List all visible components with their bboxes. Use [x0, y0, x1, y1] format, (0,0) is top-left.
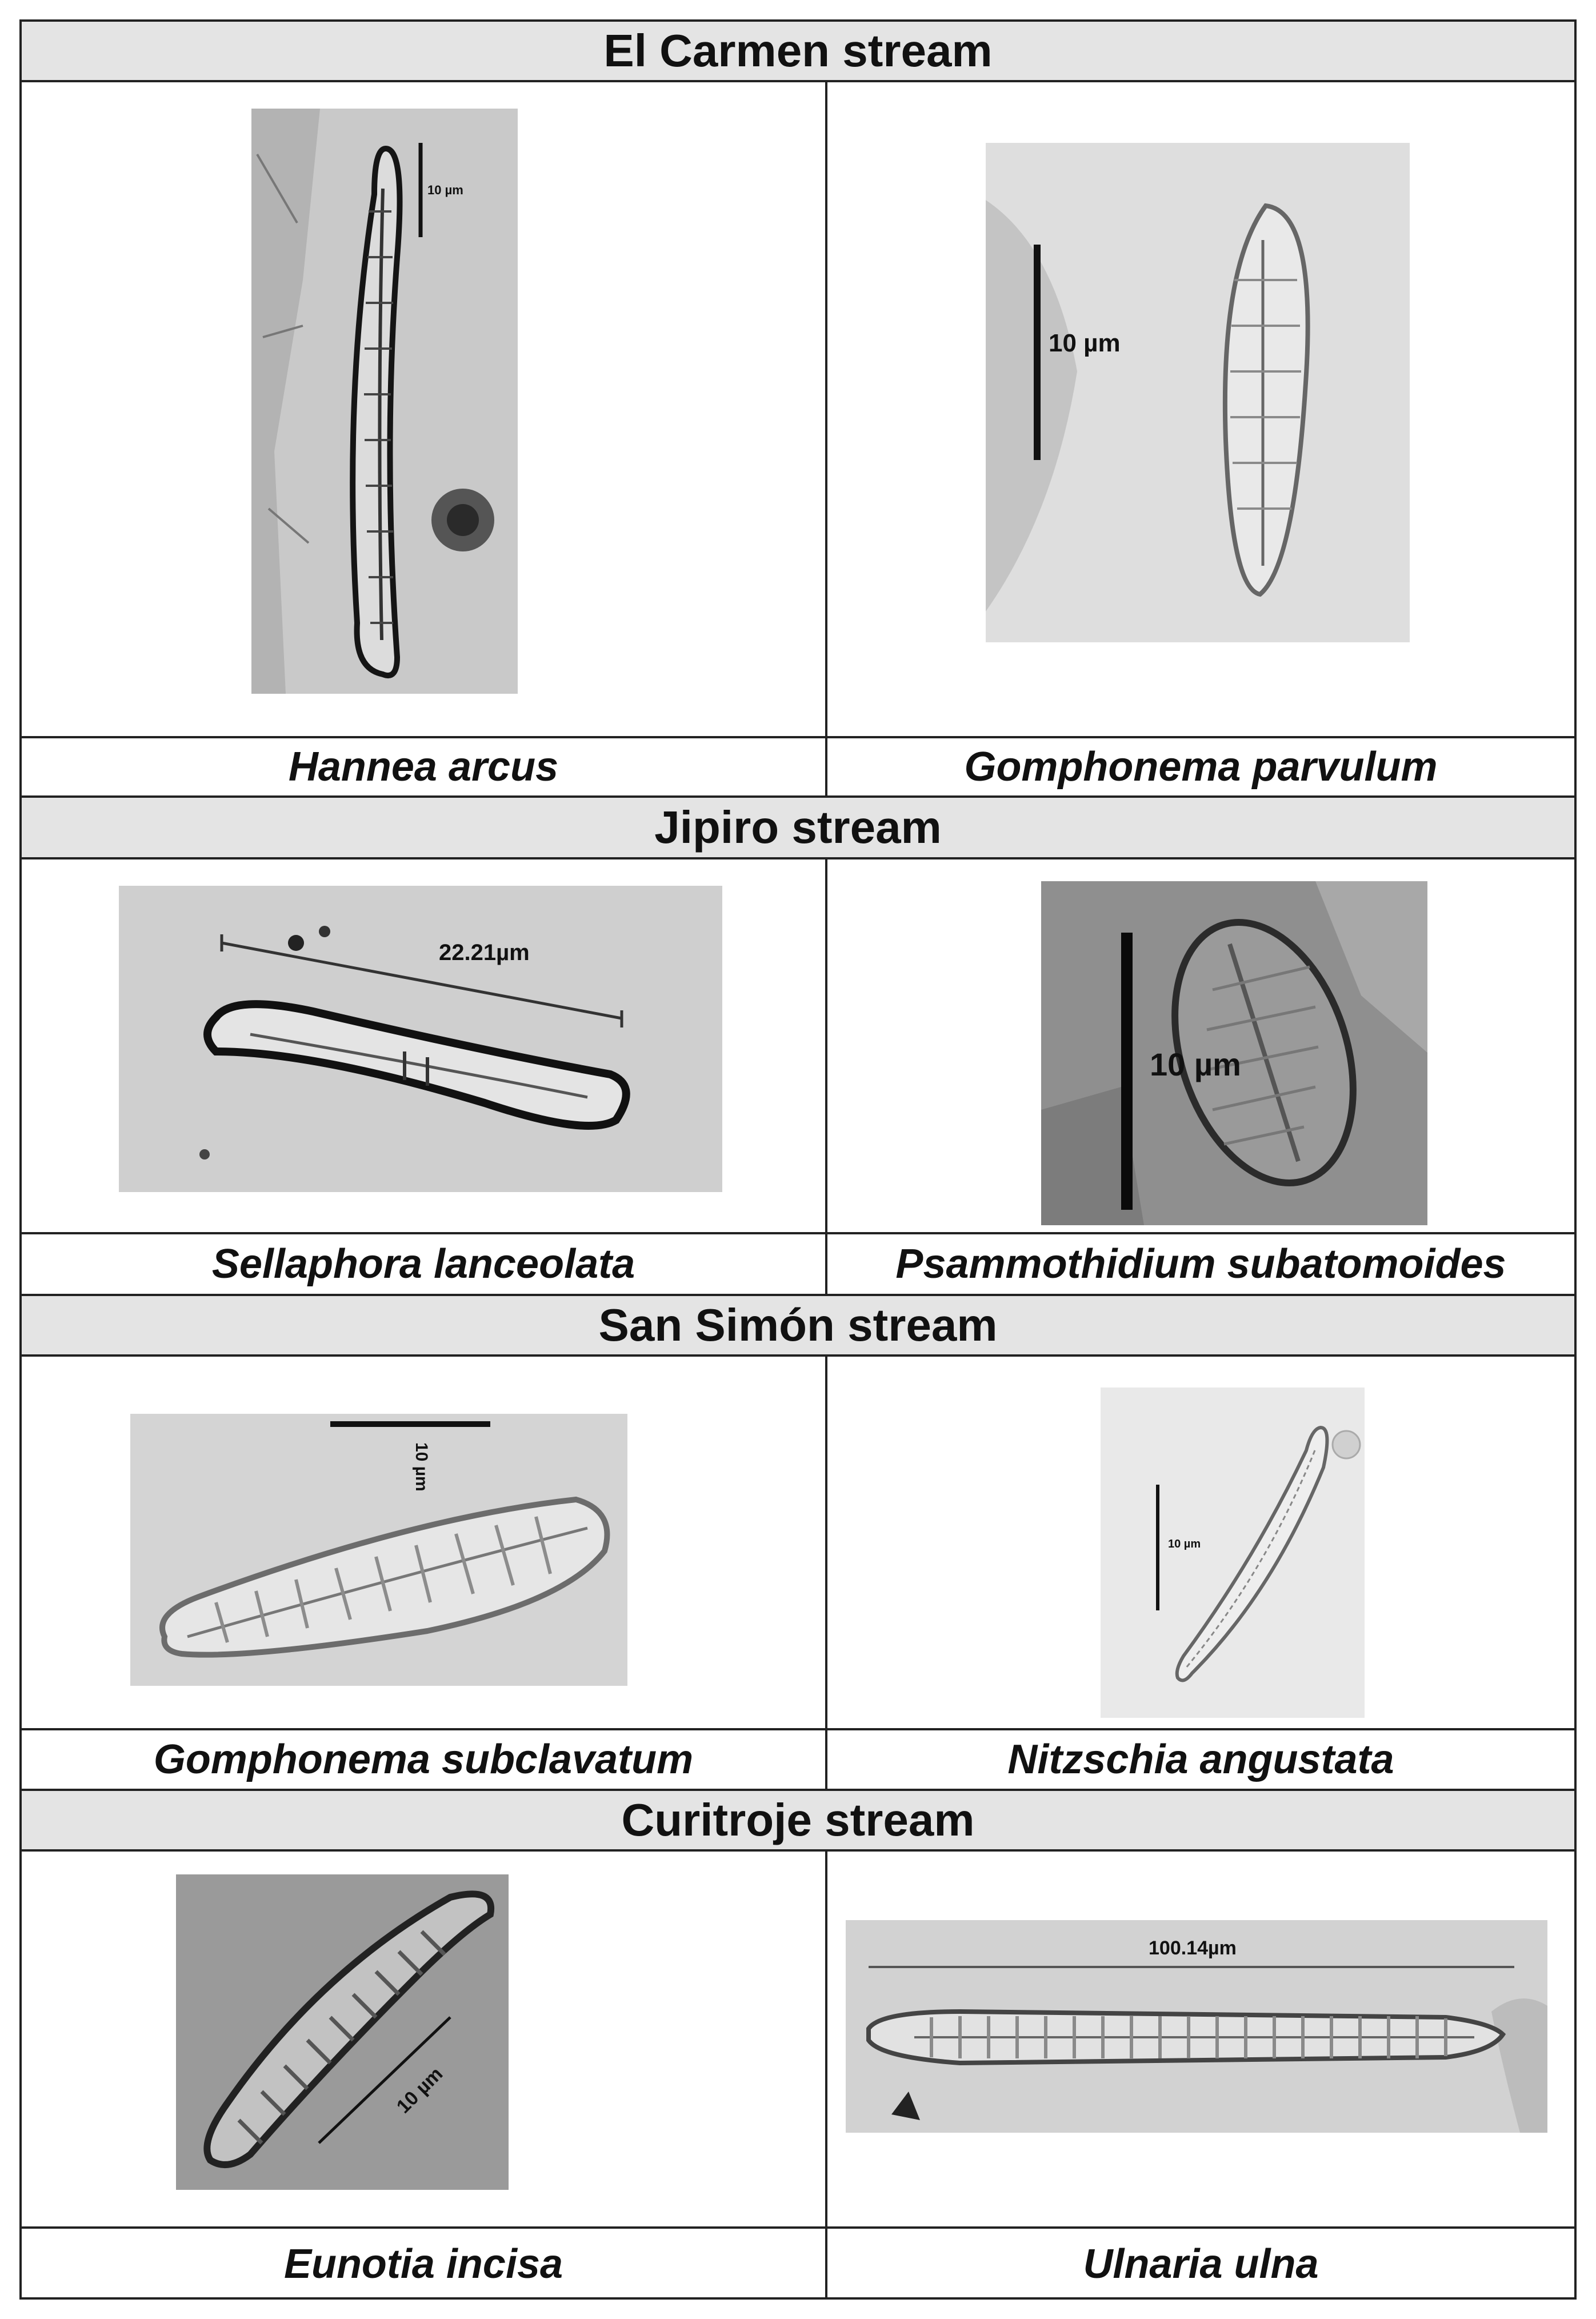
- species-caption: Gomphonema parvulum: [964, 744, 1438, 790]
- column-divider: [825, 1730, 827, 1789]
- stream-header-curitroje: Curitroje stream: [22, 1791, 1574, 1852]
- scale-label: 10 µm: [427, 183, 463, 197]
- image-cell-sellaphora-lanceolata: 22.21µm: [22, 859, 825, 1232]
- caption-row-el-carmen: Hannea arcus Gomphonema parvulum: [22, 738, 1574, 798]
- species-caption: Gomphonema subclavatum: [153, 1737, 694, 1782]
- image-cell-gomphonema-parvulum: 10 µm: [827, 82, 1574, 736]
- column-divider: [825, 1234, 827, 1294]
- scale-label: 10 µm: [412, 1442, 431, 1492]
- diatom-figure-table: El Carmen stream 10 µm: [19, 19, 1577, 2300]
- stream-header-el-carmen: El Carmen stream: [22, 22, 1574, 82]
- micrograph-eunotia-incisa: 10 µm: [176, 1874, 509, 2190]
- column-divider: [825, 2229, 827, 2300]
- column-divider: [825, 738, 827, 795]
- image-cell-hannea-arcus: 10 µm: [22, 82, 825, 736]
- image-row-el-carmen: 10 µm 10 µm: [22, 82, 1574, 738]
- image-row-curitroje: 10 µm 100.14µm: [22, 1852, 1574, 2229]
- column-divider: [825, 1852, 827, 2226]
- micrograph-psammothidium-subatomoides: 10 µm: [1041, 881, 1427, 1225]
- image-cell-nitzschia-angustata: 10 µm: [827, 1357, 1574, 1728]
- stream-header-jipiro: Jipiro stream: [22, 798, 1574, 859]
- stream-name: El Carmen stream: [603, 25, 993, 76]
- stream-header-san-simon: San Simón stream: [22, 1296, 1574, 1357]
- image-cell-ulnaria-ulna: 100.14µm: [827, 1852, 1574, 2226]
- column-divider: [825, 859, 827, 1232]
- scale-label: 22.21µm: [439, 940, 530, 965]
- caption-row-san-simon: Gomphonema subclavatum Nitzschia angusta…: [22, 1730, 1574, 1791]
- image-cell-psammothidium-subatomoides: 10 µm: [827, 859, 1574, 1232]
- scale-label: 10 µm: [1049, 329, 1121, 357]
- stream-name: San Simón stream: [598, 1300, 998, 1350]
- species-caption: Hannea arcus: [288, 744, 559, 790]
- scale-label: 10 µm: [1168, 1538, 1201, 1550]
- micrograph-sellaphora-lanceolata: 22.21µm: [119, 886, 722, 1192]
- image-cell-eunotia-incisa: 10 µm: [22, 1852, 825, 2226]
- image-row-jipiro: 22.21µm 10 µm: [22, 859, 1574, 1234]
- caption-row-curitroje: Eunotia incisa Ulnaria ulna: [22, 2229, 1574, 2300]
- micrograph-gomphonema-parvulum: 10 µm: [986, 143, 1410, 642]
- image-row-san-simon: 10 µm 10 µm: [22, 1357, 1574, 1730]
- scale-label: 100.14µm: [1149, 1937, 1237, 1959]
- stream-name: Curitroje stream: [621, 1794, 975, 1845]
- species-caption: Ulnaria ulna: [1083, 2241, 1319, 2287]
- column-divider: [825, 82, 827, 736]
- caption-row-jipiro: Sellaphora lanceolata Psammothidium suba…: [22, 1234, 1574, 1296]
- micrograph-ulnaria-ulna: 100.14µm: [846, 1920, 1547, 2133]
- species-caption: Sellaphora lanceolata: [211, 1241, 635, 1287]
- scale-label: 10 µm: [1150, 1046, 1241, 1082]
- species-caption: Eunotia incisa: [283, 2241, 563, 2287]
- stream-name: Jipiro stream: [654, 802, 942, 853]
- species-caption: Psammothidium subatomoides: [895, 1241, 1506, 1287]
- column-divider: [825, 1357, 827, 1728]
- species-caption: Nitzschia angustata: [1007, 1737, 1394, 1782]
- micrograph-gomphonema-subclavatum: 10 µm: [130, 1414, 627, 1686]
- image-cell-gomphonema-subclavatum: 10 µm: [22, 1357, 825, 1728]
- micrograph-nitzschia-angustata: 10 µm: [1101, 1388, 1365, 1718]
- micrograph-hannea-arcus: 10 µm: [251, 109, 518, 694]
